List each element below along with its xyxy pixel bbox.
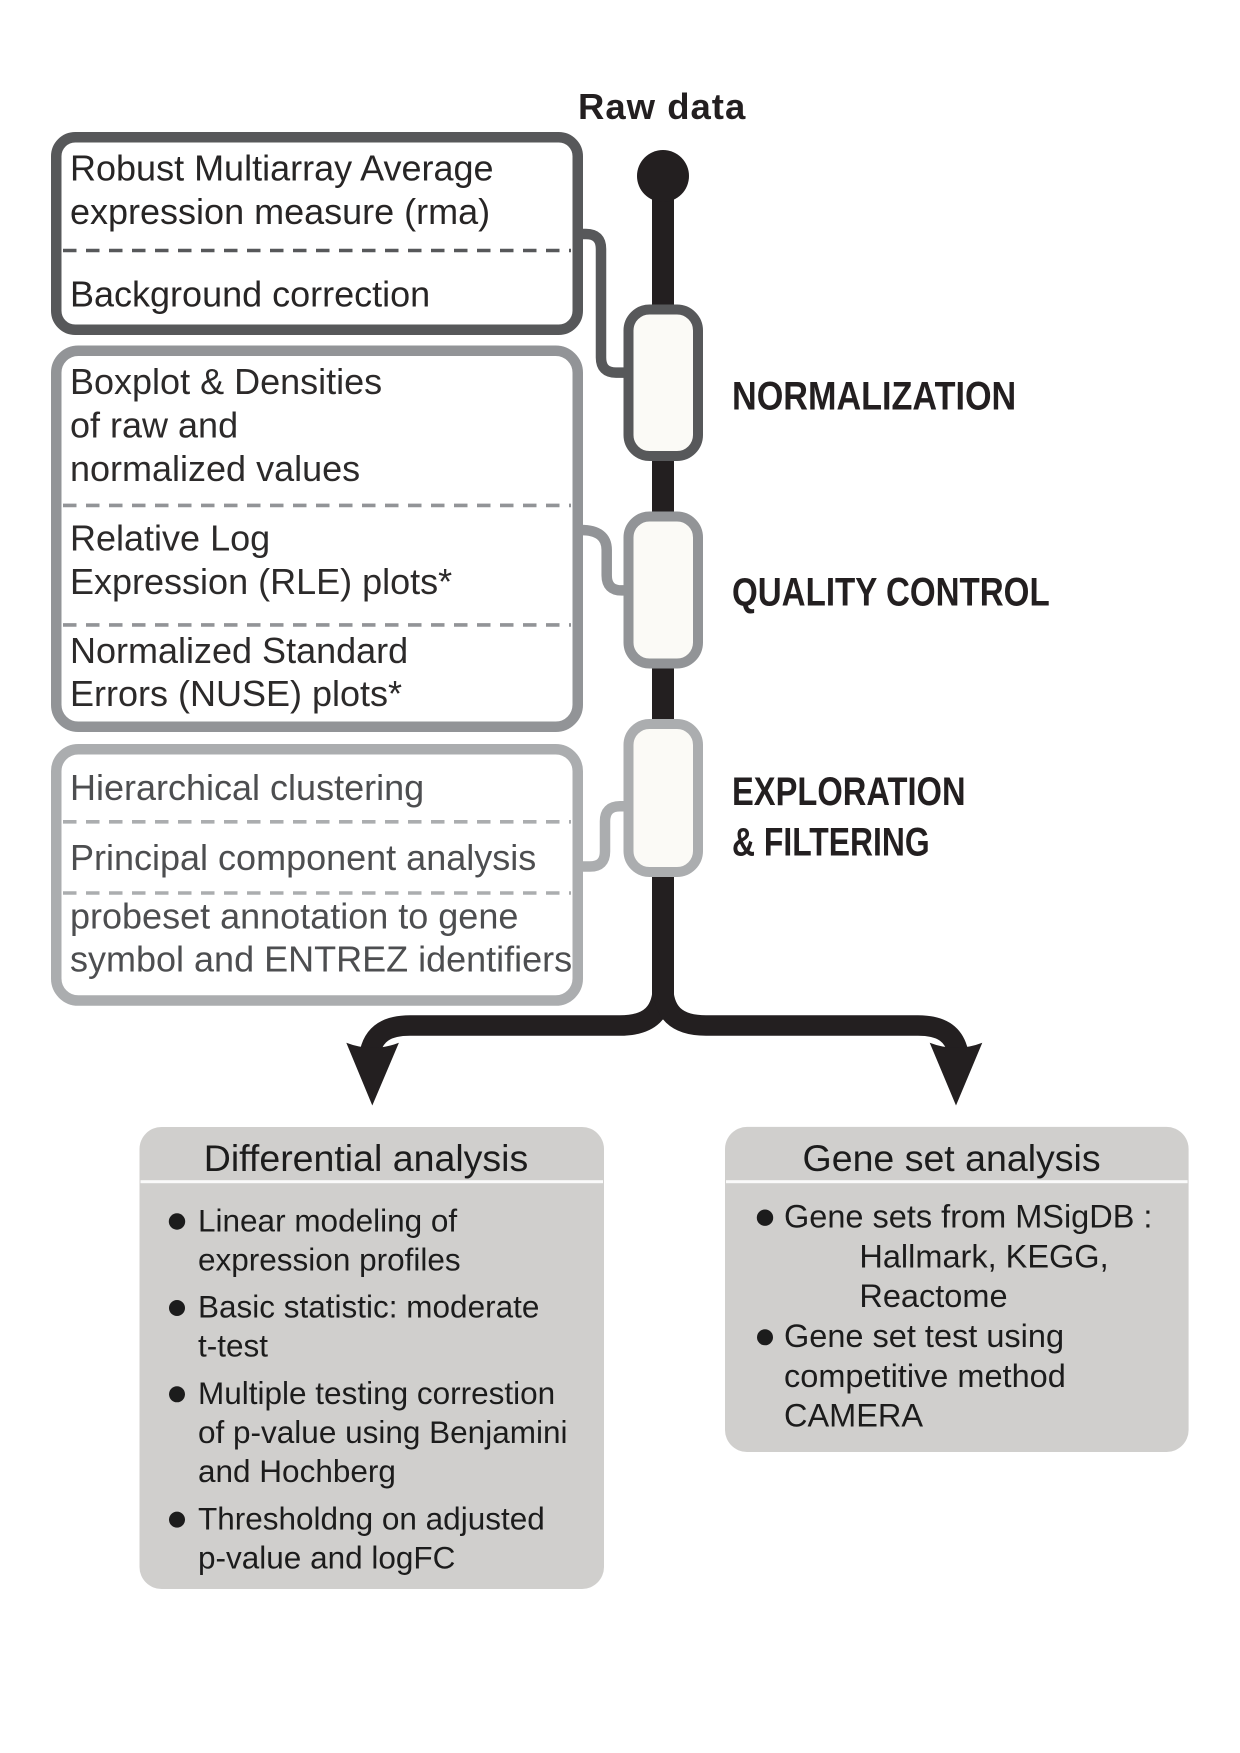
svg-text:Gene set test using: Gene set test using	[784, 1318, 1064, 1354]
svg-text:Principal component analysis: Principal component analysis	[70, 837, 536, 878]
svg-text:of p-value using Benjamini: of p-value using Benjamini	[198, 1414, 567, 1450]
svg-text:Gene sets from MSigDB :: Gene sets from MSigDB :	[784, 1198, 1152, 1234]
svg-text:EXPLORATION: EXPLORATION	[732, 769, 966, 814]
svg-text:Hierarchical clustering: Hierarchical clustering	[70, 767, 424, 808]
svg-text:Relative Log: Relative Log	[70, 517, 270, 558]
svg-text:Normalized Standard: Normalized Standard	[70, 630, 408, 671]
svg-text:symbol and ENTREZ identifiers: symbol and ENTREZ identifiers	[70, 939, 572, 980]
svg-text:Multiple testing correstion: Multiple testing correstion	[198, 1375, 555, 1411]
svg-text:expression measure (rma): expression measure (rma)	[70, 191, 490, 232]
svg-text:and Hochberg: and Hochberg	[198, 1453, 396, 1489]
svg-text:of raw and: of raw and	[70, 405, 238, 446]
svg-text:Hallmark, KEGG,: Hallmark, KEGG,	[859, 1238, 1108, 1274]
svg-text:Raw data: Raw data	[578, 86, 746, 127]
svg-text:Errors (NUSE) plots*: Errors (NUSE) plots*	[70, 673, 402, 714]
svg-text:Differential analysis: Differential analysis	[204, 1137, 528, 1179]
svg-text:p-value and logFC: p-value and logFC	[198, 1539, 455, 1575]
svg-text:normalized values: normalized values	[70, 448, 360, 489]
svg-text:probeset annotation to gene: probeset annotation to gene	[70, 896, 518, 937]
svg-text:Boxplot & Densities: Boxplot & Densities	[70, 361, 382, 402]
svg-text:CAMERA: CAMERA	[784, 1398, 923, 1434]
svg-text:t-test: t-test	[198, 1328, 268, 1364]
svg-text:QUALITY CONTROL: QUALITY CONTROL	[732, 570, 1050, 615]
svg-text:NORMALIZATION: NORMALIZATION	[732, 373, 1016, 418]
svg-text:Linear modeling of: Linear modeling of	[198, 1202, 457, 1238]
svg-text:Background correction: Background correction	[70, 273, 430, 314]
svg-text:Robust Multiarray Average: Robust Multiarray Average	[70, 147, 494, 188]
svg-text:expression profiles: expression profiles	[198, 1241, 461, 1277]
svg-text:Reactome: Reactome	[859, 1278, 1007, 1314]
svg-text:competitive method: competitive method	[784, 1358, 1066, 1394]
svg-text:Gene set analysis: Gene set analysis	[803, 1137, 1101, 1179]
svg-text:& FILTERING: & FILTERING	[732, 819, 930, 864]
svg-text:Basic statistic: moderate: Basic statistic: moderate	[198, 1289, 539, 1325]
svg-text:Thresholdng on adjusted: Thresholdng on adjusted	[198, 1500, 545, 1536]
svg-text:Expression (RLE) plots*: Expression (RLE) plots*	[70, 561, 452, 602]
